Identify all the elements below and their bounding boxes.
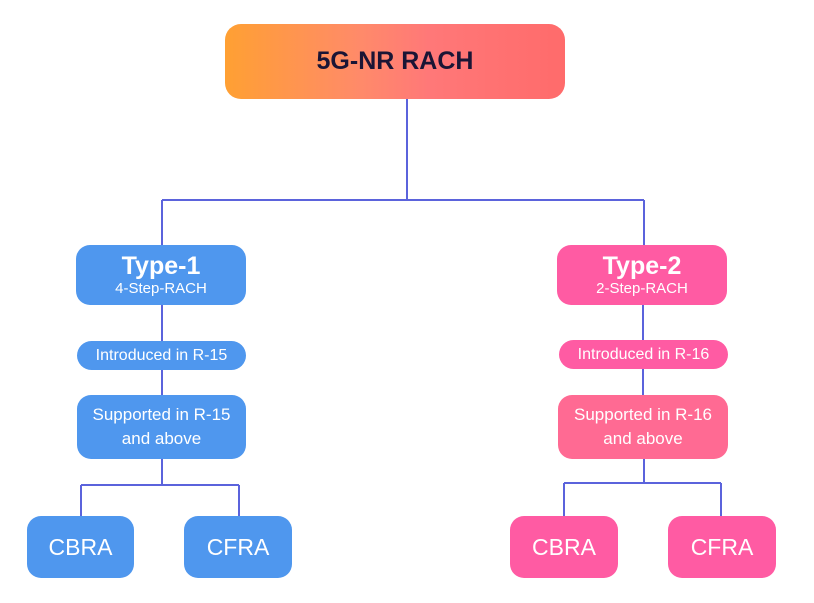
type1-cbra-node: CBRA: [27, 516, 134, 578]
type2-supported-line1: Supported in R-16: [574, 405, 712, 424]
type2-cbra-label: CBRA: [532, 533, 596, 560]
type2-subtitle: 2-Step-RACH: [596, 279, 688, 297]
type1-subtitle: 4-Step-RACH: [115, 279, 207, 297]
type1-node: Type-1 4-Step-RACH: [76, 245, 246, 305]
type2-supported-node: Supported in R-16 and above: [558, 395, 728, 459]
type2-introduced-label: Introduced in R-16: [577, 345, 710, 363]
type2-node: Type-2 2-Step-RACH: [557, 245, 727, 305]
type2-cfra-label: CFRA: [690, 533, 754, 560]
root-label: 5G-NR RACH: [316, 47, 474, 75]
type2-introduced-node: Introduced in R-16: [559, 340, 728, 369]
type1-introduced-node: Introduced in R-15: [77, 341, 246, 370]
type1-cfra-label: CFRA: [206, 533, 270, 560]
type2-title: Type-2: [602, 251, 682, 280]
type1-supported-line1: Supported in R-15: [92, 405, 231, 424]
type2-cbra-node: CBRA: [510, 516, 618, 578]
type2-cfra-node: CFRA: [668, 516, 776, 578]
type1-supported-line2: and above: [121, 429, 202, 448]
type2-supported-line2: and above: [603, 429, 683, 448]
type1-cbra-label: CBRA: [48, 533, 113, 560]
type1-introduced-label: Introduced in R-15: [95, 346, 228, 364]
type1-title: Type-1: [121, 251, 201, 280]
type1-supported-node: Supported in R-15 and above: [77, 395, 246, 459]
root-node: 5G-NR RACH: [225, 24, 565, 99]
type1-cfra-node: CFRA: [184, 516, 292, 578]
